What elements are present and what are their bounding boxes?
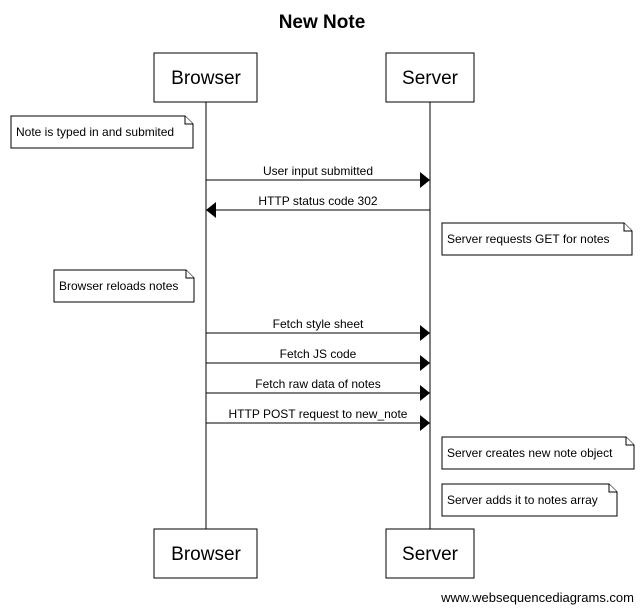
message-http-post: HTTP POST request to new_note bbox=[206, 407, 430, 431]
message-user-input-submitted: User input submitted bbox=[206, 164, 430, 188]
participant-server-top: Server bbox=[385, 52, 475, 103]
participant-browser-label: Browser bbox=[171, 68, 241, 89]
participant-browser-top: Browser bbox=[153, 52, 258, 103]
message-label: HTTP POST request to new_note bbox=[229, 407, 408, 421]
arrow-right-icon bbox=[420, 172, 430, 188]
message-label: User input submitted bbox=[263, 164, 373, 178]
participant-server-label: Server bbox=[402, 544, 459, 565]
participant-browser-bottom: Browser bbox=[153, 528, 258, 579]
note-text: Note is typed in and submited bbox=[16, 125, 174, 139]
message-http-302: HTTP status code 302 bbox=[206, 194, 430, 218]
note-server-creates-note: Server creates new note object bbox=[441, 436, 635, 470]
note-text: Browser reloads notes bbox=[59, 279, 178, 293]
participant-server-bottom: Server bbox=[385, 528, 475, 579]
participant-server-label: Server bbox=[402, 68, 459, 89]
message-label: Fetch style sheet bbox=[273, 317, 364, 331]
note-text: Server creates new note object bbox=[447, 446, 613, 460]
note-text: Server requests GET for notes bbox=[447, 232, 610, 246]
arrow-right-icon bbox=[420, 355, 430, 371]
note-server-requests-get: Server requests GET for notes bbox=[441, 222, 633, 256]
message-label: HTTP status code 302 bbox=[258, 194, 378, 208]
message-label: Fetch raw data of notes bbox=[255, 377, 380, 391]
arrow-left-icon bbox=[206, 202, 216, 218]
message-fetch-style-sheet: Fetch style sheet bbox=[206, 317, 430, 341]
note-typed-submitted: Note is typed in and submited bbox=[10, 115, 194, 149]
note-browser-reloads: Browser reloads notes bbox=[53, 269, 195, 303]
diagram-title: New Note bbox=[279, 12, 366, 33]
arrow-right-icon bbox=[420, 325, 430, 341]
watermark-link[interactable]: www.websequencediagrams.com bbox=[440, 590, 634, 605]
message-fetch-raw-data: Fetch raw data of notes bbox=[206, 377, 430, 401]
participant-browser-label: Browser bbox=[171, 544, 241, 565]
note-text: Server adds it to notes array bbox=[447, 493, 598, 507]
arrow-right-icon bbox=[420, 415, 430, 431]
message-fetch-js-code: Fetch JS code bbox=[206, 347, 430, 371]
message-label: Fetch JS code bbox=[280, 347, 357, 361]
arrow-right-icon bbox=[420, 385, 430, 401]
note-server-adds-to-array: Server adds it to notes array bbox=[441, 483, 618, 517]
